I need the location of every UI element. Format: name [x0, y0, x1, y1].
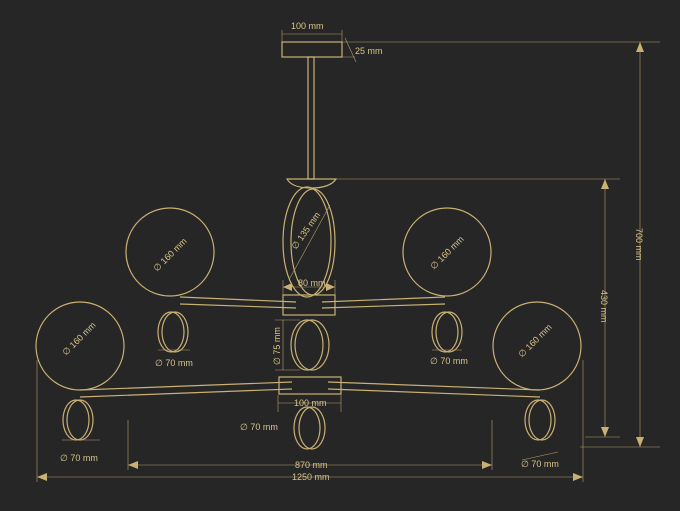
canopy-width-label: 100 mm: [291, 21, 324, 31]
disc-bottom-center-label: ∅ 70 mm: [240, 422, 278, 432]
total-height-label: 700 mm: [634, 228, 644, 261]
small-discs: [62, 311, 556, 441]
disc-upper-left-label: ∅ 70 mm: [155, 358, 193, 368]
rod: [307, 56, 315, 180]
dimension-labels: 100 mm 25 mm 700 mm 430 mm ∅ 135 mm 80 m…: [60, 21, 644, 482]
lower-arms: [79, 381, 541, 398]
disc-upper-right-label: ∅ 70 mm: [430, 356, 468, 366]
middle-disc-label: ∅ 75 mm: [272, 327, 282, 365]
globes: [35, 207, 582, 391]
dimension-lines: [36, 30, 660, 482]
upper-hub-width-label: 80 mm: [298, 278, 326, 288]
lower-hub: [278, 376, 342, 395]
globe-upper-left-label: ∅ 160 mm: [151, 236, 188, 273]
canopy-height-label: 25 mm: [355, 46, 383, 56]
disc-lower-right-label: ∅ 70 mm: [521, 459, 559, 469]
ring-diameter-label: ∅ 135 mm: [289, 210, 322, 251]
body-height-label: 430 mm: [599, 290, 609, 323]
lower-hub-width-label: 100 mm: [294, 398, 327, 408]
total-span-label: 1250 mm: [292, 472, 330, 482]
ceiling-canopy: [281, 41, 343, 58]
globe-upper-right-label: ∅ 160 mm: [428, 234, 465, 271]
cup: [285, 178, 338, 189]
upper-arms: [179, 296, 446, 309]
upper-hub: [282, 294, 336, 316]
inner-span-label: 870 mm: [295, 460, 328, 470]
middle-disc: [290, 319, 330, 371]
chandelier-outline: [35, 41, 582, 450]
globe-lower-right-label: ∅ 160 mm: [516, 322, 553, 359]
globe-lower-left-label: ∅ 160 mm: [60, 320, 97, 357]
disc-lower-left-label: ∅ 70 mm: [60, 453, 98, 463]
bottom-disc: [293, 406, 326, 450]
